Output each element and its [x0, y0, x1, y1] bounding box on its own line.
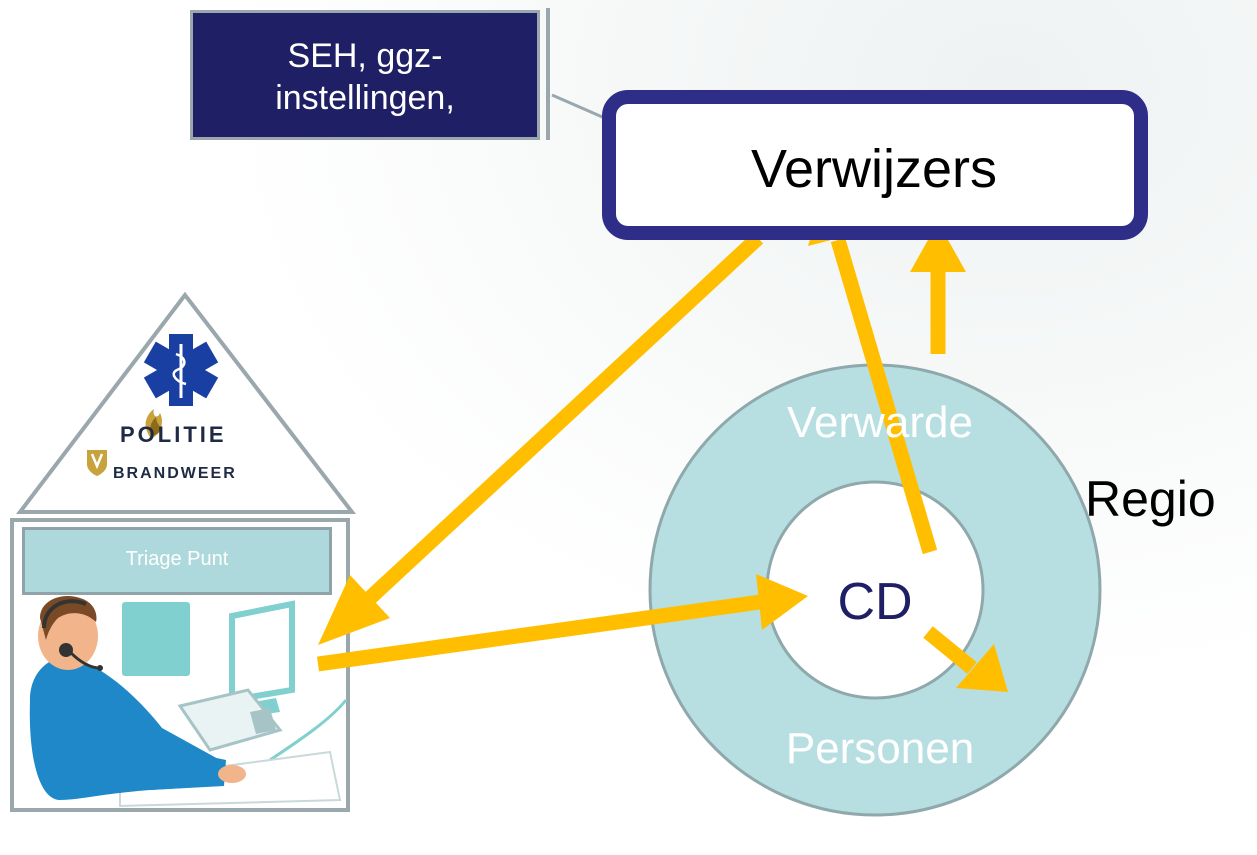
callout-bracket — [546, 8, 550, 140]
callout-line-2: instellingen, — [275, 79, 455, 117]
brandweer-logo-text: BRANDWEER — [113, 465, 237, 482]
callout-line-1: SEH, ggz- — [287, 37, 443, 75]
cd-label: CD — [837, 573, 913, 631]
arrow-cd-to-personen — [923, 626, 1008, 692]
star-of-life-icon — [143, 334, 219, 406]
ring-label-bottom: Personen — [785, 724, 975, 773]
verwijzers-box — [602, 90, 1148, 240]
verwijzers-label: Verwijzers — [750, 139, 998, 199]
arrow-verwijzers-to-triage — [318, 232, 764, 645]
arrow-ring-to-verwijzers — [910, 222, 966, 354]
ring-label-top: Verwarde — [787, 398, 973, 447]
brandweer-emblem-icon — [87, 450, 107, 476]
operator-with-headset-icon — [29, 596, 348, 808]
arrow-triage-to-cd — [316, 574, 808, 672]
regio-label: Regio — [1085, 471, 1216, 527]
triage-strip — [22, 527, 332, 595]
politie-flame-icon — [145, 409, 162, 437]
verwijzers-callout: SEH, ggz- instellingen, — [190, 10, 540, 140]
politie-logo-text: POLITIE — [120, 422, 227, 447]
triage-label: Triage Punt — [125, 548, 229, 570]
